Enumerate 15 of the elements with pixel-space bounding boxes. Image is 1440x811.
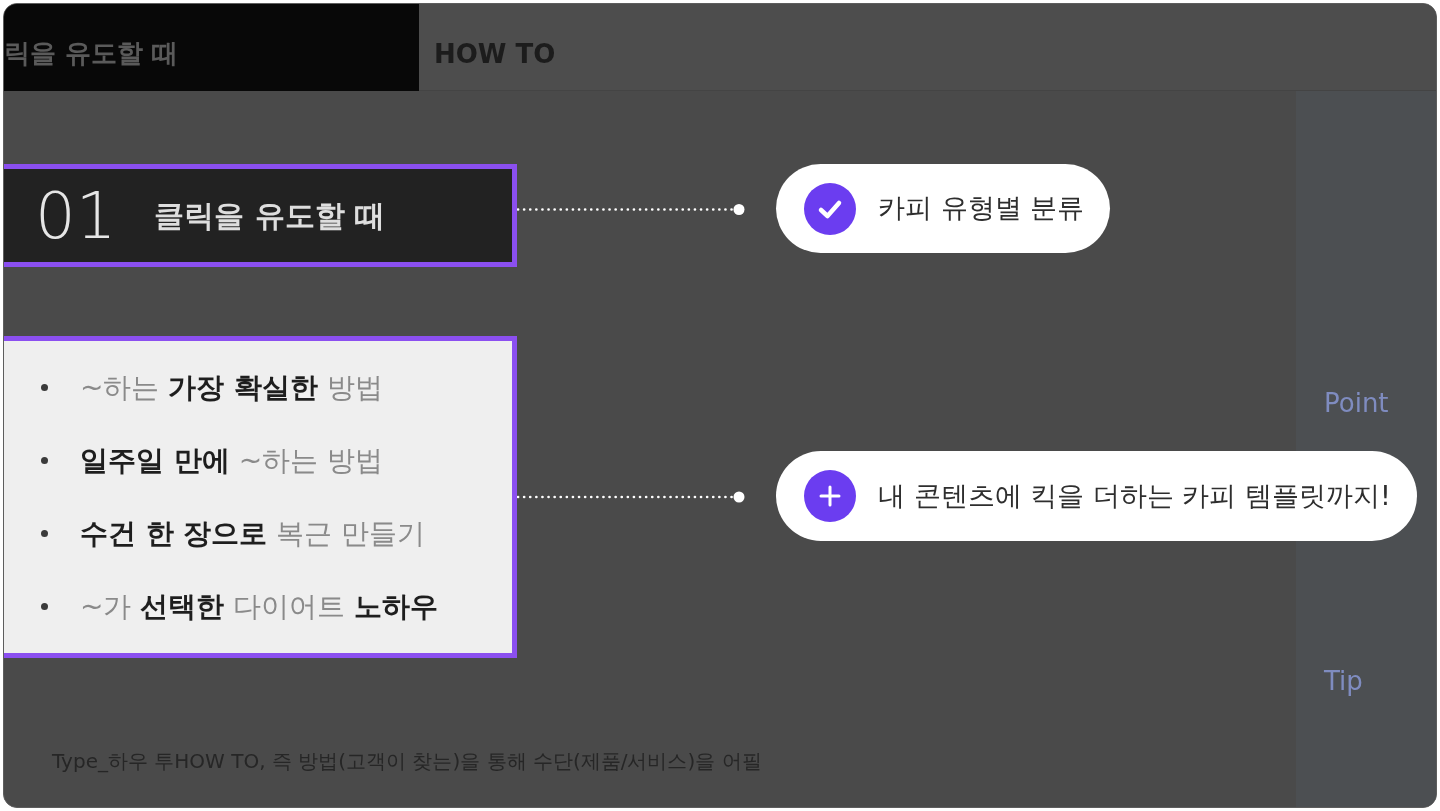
section-title: 클릭을 유도할 때 bbox=[154, 197, 386, 235]
side-heading: Tip bbox=[1324, 665, 1363, 698]
side-heading: Point bbox=[1324, 387, 1389, 420]
bullet-list-box bbox=[4, 336, 517, 658]
pill-text: 내 콘텐츠에 킥을 더하는 카피 템플릿까지! bbox=[878, 478, 1391, 513]
list-item-text: 일주일 만에 ~하는 방법 bbox=[80, 442, 383, 479]
header-tab-text: 릭을 유도할 때 bbox=[4, 37, 179, 70]
section-number: 01 bbox=[35, 183, 117, 248]
list-item-text: ~하는 가장 확실한 방법 bbox=[80, 369, 384, 406]
dotted-connector bbox=[516, 204, 745, 215]
section-header-box bbox=[4, 164, 517, 267]
dotted-connector bbox=[516, 491, 745, 503]
list-item-text: ~가 선택한 다이어트 노하우 bbox=[80, 588, 439, 625]
list-item-text: 수건 한 장으로 복근 만들기 bbox=[80, 515, 426, 552]
pill-text: 카피 유형별 분류 bbox=[878, 191, 1085, 226]
